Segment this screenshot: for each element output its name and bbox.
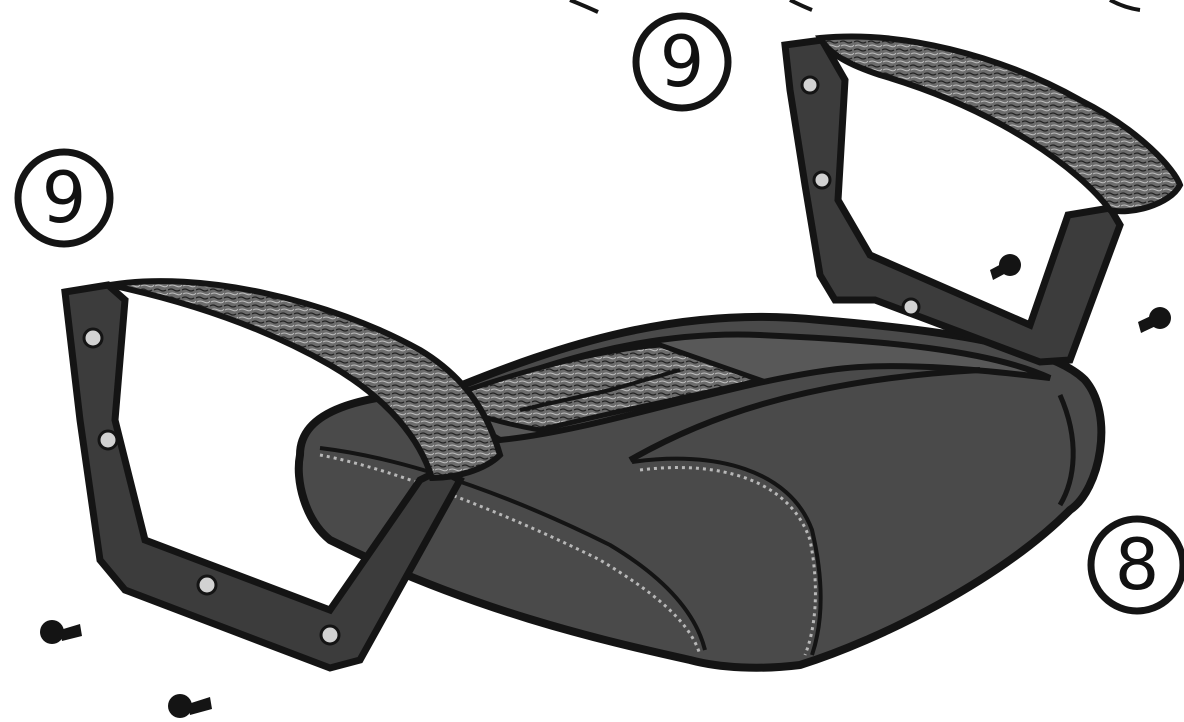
callout-armrest-left: 9 xyxy=(18,152,110,244)
svg-text:9: 9 xyxy=(660,21,705,103)
bolt-hole xyxy=(802,77,818,93)
armrest-right-pad xyxy=(820,37,1180,212)
bolt-hole xyxy=(903,299,919,315)
screw xyxy=(40,620,82,644)
svg-text:9: 9 xyxy=(42,157,87,239)
top-edge-fragment xyxy=(570,0,1140,12)
callout-seat: 8 xyxy=(1091,519,1183,611)
screw xyxy=(1138,307,1171,333)
screw xyxy=(990,254,1021,280)
bolt-hole xyxy=(814,172,830,188)
bolt-hole xyxy=(321,626,339,644)
armrest-left xyxy=(65,281,500,668)
bolt-hole xyxy=(198,576,216,594)
screw xyxy=(168,694,212,718)
bolt-hole xyxy=(99,431,117,449)
callout-armrest-right: 9 xyxy=(636,16,728,108)
bolt-hole xyxy=(84,329,102,347)
armrest-right xyxy=(785,37,1180,362)
svg-text:8: 8 xyxy=(1115,524,1160,606)
